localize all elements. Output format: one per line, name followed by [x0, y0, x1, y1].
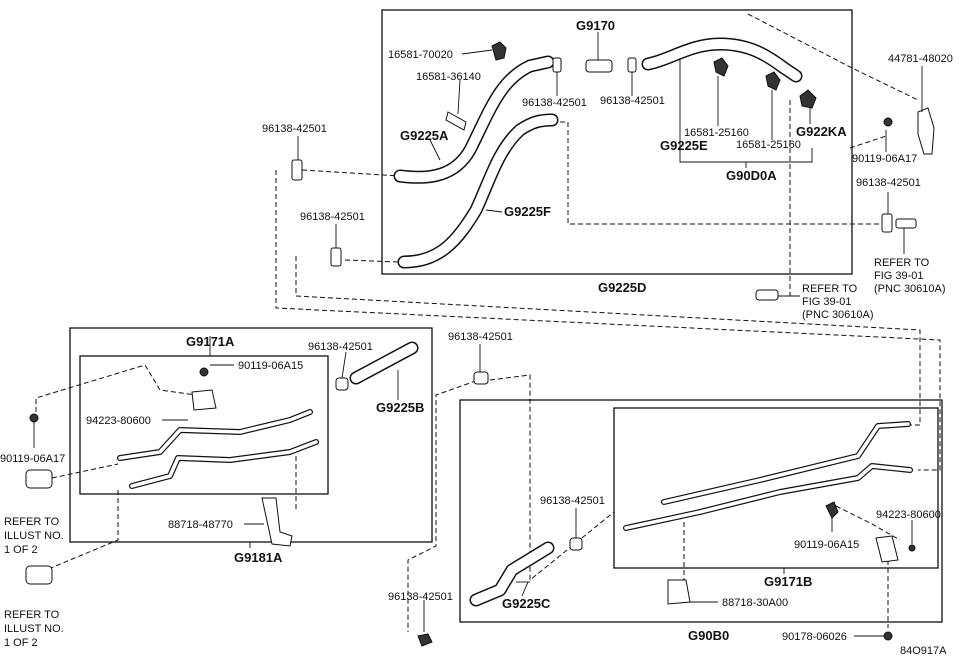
part-96138-42501-top-a: 96138-42501 [522, 97, 587, 109]
part-90119-06a17-left: 90119-06A17 [0, 453, 65, 465]
hose-label-g9225a: G9225A [400, 128, 449, 143]
group-label-g9171b: G9171B [764, 574, 812, 589]
group-label-g9171a: G9171A [186, 334, 235, 349]
part-16581-25160-a: 16581-25160 [684, 127, 749, 139]
leader-lines [33, 32, 923, 637]
reference-line: FIG 39-01 [874, 270, 924, 282]
box-g9171a [79, 355, 329, 495]
reference-line: (PNC 30610A) [874, 283, 946, 295]
part-96138-42501-right: 96138-42501 [856, 177, 921, 189]
reference-line: 1 OF 2 [4, 637, 38, 649]
reference-line: ILLUST NO. [4, 530, 64, 542]
box-g9171b [613, 407, 939, 569]
group-label-g90b0: G90B0 [688, 628, 729, 643]
box-g90b0 [459, 399, 943, 623]
box-g9225d [381, 9, 853, 275]
part-96138-42501-mid2: 96138-42501 [448, 331, 513, 343]
part-96138-42501-lower: 96138-42501 [540, 495, 605, 507]
small-connectors-top [291, 57, 917, 301]
group-label-g9181a: G9181A [234, 550, 283, 565]
reference-line: ILLUST NO. [4, 623, 64, 635]
pipes-g9171a [117, 409, 319, 489]
part-88718-30a00: 88718-30A00 [722, 597, 788, 609]
part-16581-70020: 16581-70020 [388, 49, 453, 61]
hose-g9225b [349, 341, 419, 385]
figure-id: 84O917A [900, 645, 947, 657]
box-g9181a [69, 327, 433, 543]
part-16581-25160-b: 16581-25160 [736, 139, 801, 151]
small-parts-left [25, 367, 489, 585]
part-90119-06a15-a: 90119-06A15 [238, 360, 303, 372]
part-96138-42501-mid1: 96138-42501 [308, 341, 373, 353]
part-44781-48020: 44781-48020 [888, 53, 953, 65]
hose-label-g9170: G9170 [576, 18, 615, 33]
reference-line: REFER TO [874, 257, 930, 269]
hose-label-g922ka: G922KA [796, 124, 847, 139]
part-96138-42501-bottom: 96138-42501 [388, 591, 453, 603]
part-90119-06a15-b: 90119-06A15 [794, 539, 859, 551]
reference-illust-a: REFER TO ILLUST NO. 1 OF 2 [4, 516, 64, 556]
part-94223-80600-a: 94223-80600 [86, 415, 151, 427]
reference-line: FIG 39-01 [802, 296, 852, 308]
part-90178-06026: 90178-06026 [782, 631, 847, 643]
reference-line: (PNC 30610A) [802, 309, 874, 321]
part-88718-48770: 88718-48770 [168, 519, 233, 531]
reference-illust-b: REFER TO ILLUST NO. 1 OF 2 [4, 609, 64, 649]
part-96138-42501-left2: 96138-42501 [300, 211, 365, 223]
reference-line: 1 OF 2 [4, 544, 38, 556]
reference-fig-a: REFER TO FIG 39-01 (PNC 30610A) [874, 257, 946, 295]
part-96138-42501-left1: 96138-42501 [262, 123, 327, 135]
reference-fig-b: REFER TO FIG 39-01 (PNC 30610A) [802, 283, 874, 321]
part-90119-06a17-right: 90119-06A17 [852, 153, 917, 165]
reference-line: REFER TO [4, 609, 60, 621]
hose-label-g9225f: G9225F [504, 204, 551, 219]
clamps-top [445, 41, 935, 155]
reference-line: REFER TO [802, 283, 858, 295]
hose-g9225c [469, 541, 555, 607]
hose-label-g9225e: G9225E [660, 138, 708, 153]
part-94223-80600-b: 94223-80600 [876, 509, 941, 521]
hose-g9225f [397, 113, 559, 269]
group-label-g9225d: G9225D [598, 280, 646, 295]
hose-g9170 [585, 59, 613, 73]
hose-label-g90d0a: G90D0A [726, 168, 777, 183]
pipes-g9171b [623, 421, 913, 531]
part-16581-36140: 16581-36140 [416, 71, 481, 83]
small-parts-right [417, 501, 916, 647]
part-96138-42501-top-b: 96138-42501 [600, 95, 665, 107]
hose-label-g9225b: G9225B [376, 400, 424, 415]
reference-line: REFER TO [4, 516, 60, 528]
hose-g9225e [641, 37, 803, 83]
hose-g9225a [393, 55, 555, 184]
hose-label-g9225c: G9225C [502, 596, 551, 611]
